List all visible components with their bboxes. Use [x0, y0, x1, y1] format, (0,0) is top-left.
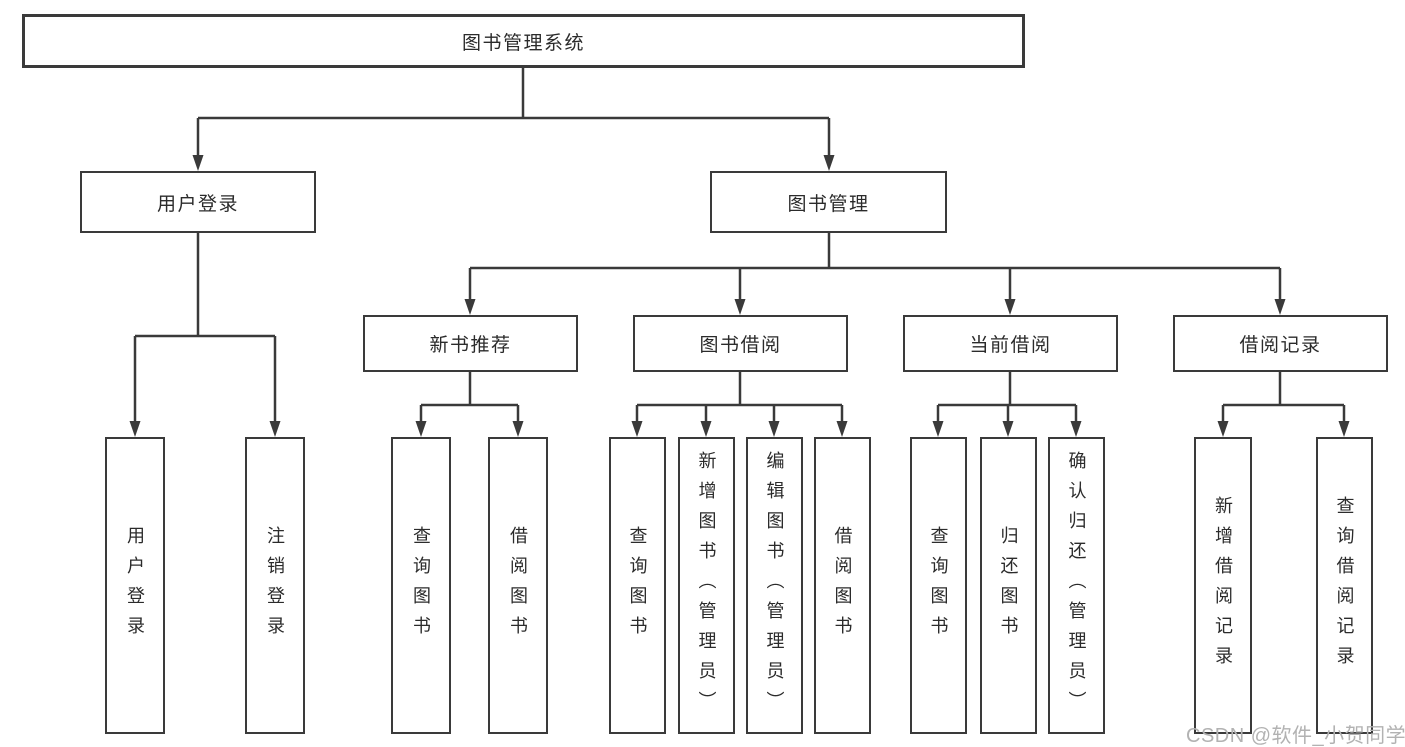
- node-current-borrow: 当前借阅: [903, 315, 1118, 372]
- node-leaf-borrow-books-2-label: 借阅图书: [832, 525, 853, 646]
- node-leaf-logout: 注销登录: [245, 437, 305, 734]
- node-user-login-label: 用户登录: [156, 193, 239, 215]
- node-borrow-record-label: 借阅记录: [1239, 335, 1322, 356]
- node-leaf-query-borrow-record: 查询借阅记录: [1316, 437, 1373, 734]
- csdn-watermark: CSDN @软件_小贺同学: [1186, 725, 1405, 747]
- node-leaf-query-books-3-label: 查询图书: [928, 525, 949, 646]
- node-leaf-query-borrow-record-label: 查询借阅记录: [1334, 495, 1355, 676]
- node-book-management: 图书管理: [710, 171, 947, 233]
- node-leaf-edit-books-admin-label: 编辑图书（管理员）: [764, 450, 785, 721]
- node-current-borrow-label: 当前借阅: [969, 335, 1052, 356]
- node-new-book-recommend-label: 新书推荐: [429, 335, 512, 356]
- node-leaf-return-books-label: 归还图书: [998, 525, 1019, 646]
- node-leaf-query-books-2-label: 查询图书: [627, 525, 648, 646]
- node-leaf-query-books-1: 查询图书: [391, 437, 451, 734]
- node-leaf-user-login-label: 用户登录: [125, 525, 145, 646]
- node-leaf-add-borrow-record-label: 新增借阅记录: [1213, 495, 1233, 676]
- node-leaf-borrow-books-1: 借阅图书: [488, 437, 548, 734]
- node-leaf-query-books-1-label: 查询图书: [411, 525, 431, 646]
- node-leaf-borrow-books-2: 借阅图书: [814, 437, 871, 734]
- node-book-management-label: 图书管理: [787, 193, 870, 215]
- node-leaf-edit-books-admin: 编辑图书（管理员）: [746, 437, 803, 734]
- node-system-root: 图书管理系统: [22, 14, 1025, 68]
- node-system-root-label: 图书管理系统: [461, 32, 585, 54]
- node-borrow-record: 借阅记录: [1173, 315, 1388, 372]
- node-leaf-return-books: 归还图书: [980, 437, 1037, 734]
- arrowhead-icons: [129, 155, 1350, 437]
- node-new-book-recommend: 新书推荐: [363, 315, 578, 372]
- node-leaf-confirm-return-admin-label: 确认归还（管理员）: [1066, 450, 1087, 721]
- node-user-login: 用户登录: [80, 171, 316, 233]
- node-leaf-user-login: 用户登录: [105, 437, 165, 734]
- node-leaf-query-books-2: 查询图书: [609, 437, 666, 734]
- node-leaf-borrow-books-1-label: 借阅图书: [508, 525, 528, 646]
- node-leaf-confirm-return-admin: 确认归还（管理员）: [1048, 437, 1105, 734]
- node-book-borrow: 图书借阅: [633, 315, 848, 372]
- node-leaf-add-books-admin-label: 新增图书（管理员）: [696, 450, 717, 721]
- node-book-borrow-label: 图书借阅: [699, 335, 782, 356]
- node-leaf-logout-label: 注销登录: [265, 525, 285, 646]
- node-leaf-query-books-3: 查询图书: [910, 437, 967, 734]
- node-leaf-add-borrow-record: 新增借阅记录: [1194, 437, 1252, 734]
- node-leaf-add-books-admin: 新增图书（管理员）: [678, 437, 735, 734]
